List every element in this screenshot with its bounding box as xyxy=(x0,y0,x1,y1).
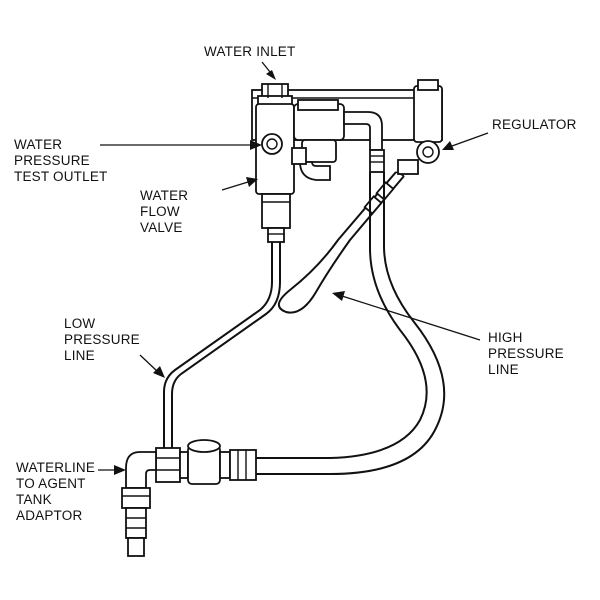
regulator-body xyxy=(397,79,443,175)
label-line: REGULATOR xyxy=(492,117,577,132)
water-flow-valve-body xyxy=(255,103,295,243)
leader-water-flow-valve xyxy=(221,177,258,191)
low-pressure-line xyxy=(163,242,281,452)
leader-high-pressure-line xyxy=(332,291,481,341)
water-inlet-fitting xyxy=(257,83,293,107)
label-line: WATERLINE xyxy=(16,460,96,475)
label-line: WATER xyxy=(14,137,63,152)
return-hose xyxy=(256,172,446,475)
label-line: VALVE xyxy=(140,220,183,235)
leader-pressure-test-outlet xyxy=(100,140,262,150)
label-line: LINE xyxy=(488,362,519,377)
label-line: TANK xyxy=(16,492,52,507)
label-line: TEST OUTLET xyxy=(14,169,108,184)
label-line: WATER xyxy=(140,188,189,203)
label-line: FLOW xyxy=(140,204,180,219)
label-line: LINE xyxy=(64,348,95,363)
label-line: HIGH xyxy=(488,330,523,345)
high-pressure-line xyxy=(278,171,405,314)
leader-waterline-adaptor xyxy=(98,465,126,475)
label-line: ADAPTOR xyxy=(16,508,83,523)
label-high-pressure-line: HIGH PRESSURE LINE xyxy=(488,330,564,378)
label-line: PRESSURE xyxy=(488,346,564,361)
valve-housing xyxy=(291,99,345,181)
label-water-inlet: WATER INLET xyxy=(204,44,295,60)
label-line: WATER INLET xyxy=(204,44,296,59)
agent-tank-adaptor xyxy=(121,451,157,557)
pressure-test-outlet xyxy=(261,133,283,155)
label-water-flow-valve: WATER FLOW VALVE xyxy=(140,188,188,236)
label-waterline-to-agent-tank-adaptor: WATERLINE TO AGENT TANK ADAPTOR xyxy=(16,460,95,524)
outlet-elbow xyxy=(343,111,385,173)
leader-regulator xyxy=(442,132,489,150)
label-line: TO AGENT xyxy=(16,476,86,491)
label-regulator: REGULATOR xyxy=(492,117,577,133)
label-low-pressure-line: LOW PRESSURE LINE xyxy=(64,316,140,364)
label-line: PRESSURE xyxy=(14,153,90,168)
label-line: LOW xyxy=(64,316,96,331)
bottom-tee-assembly xyxy=(155,439,257,485)
label-line: PRESSURE xyxy=(64,332,140,347)
label-water-pressure-test-outlet: WATER PRESSURE TEST OUTLET xyxy=(14,137,107,185)
leader-water-inlet xyxy=(261,61,276,80)
leader-low-pressure-line xyxy=(139,354,165,378)
